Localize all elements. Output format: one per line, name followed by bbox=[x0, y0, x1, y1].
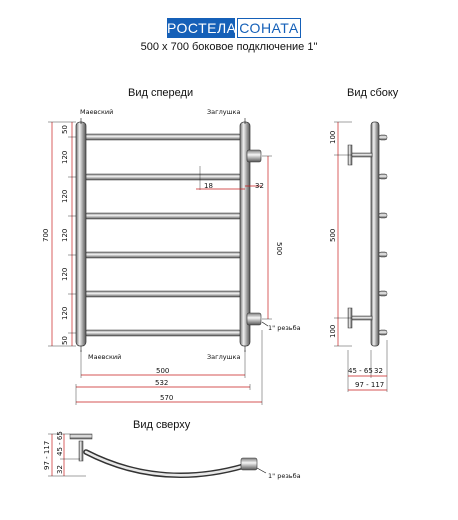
top-connection-fitting bbox=[240, 457, 258, 471]
dim-left-1: 120 bbox=[61, 151, 69, 164]
side-dim-bottom: 100 bbox=[329, 325, 337, 338]
bar-1 bbox=[83, 133, 243, 141]
top-connection-fitting bbox=[246, 149, 262, 163]
side-dim-depth-a: 45 - 65 bbox=[348, 367, 373, 375]
bar-5 bbox=[83, 290, 243, 298]
top-view: 1" резьба 97 - 117 32 45 - 65 bbox=[43, 431, 301, 480]
side-dim-depth-total: 97 - 117 bbox=[355, 381, 384, 389]
label-plug-bottom: Заглушка bbox=[207, 353, 240, 361]
dim-width-532: 532 bbox=[155, 379, 168, 387]
page-subtitle: 500 x 700 боковое подключение 1" bbox=[140, 41, 318, 53]
top-view-title: Вид сверху bbox=[133, 419, 191, 431]
bar-4 bbox=[83, 251, 243, 259]
top-dim-total: 97 - 117 bbox=[43, 441, 51, 470]
top-dim-a: 32 bbox=[56, 465, 64, 474]
front-view-title: Вид спереди bbox=[128, 87, 194, 99]
brand-sonata: СОНАТА bbox=[237, 18, 301, 38]
bottom-connection-fitting bbox=[246, 312, 262, 326]
side-riser bbox=[370, 121, 380, 347]
front-view: Маевский Заглушка Маевский Заглушка 1" р… bbox=[42, 108, 301, 405]
label-maevsky-bottom: Маевский bbox=[88, 353, 121, 361]
dim-width-570: 570 bbox=[160, 394, 173, 402]
bar-3 bbox=[83, 212, 243, 220]
top-curved-bar bbox=[84, 450, 246, 477]
side-dim-middle: 500 bbox=[329, 229, 337, 242]
side-dim-depth-b: 32 bbox=[374, 367, 383, 375]
side-bottom-bracket bbox=[349, 315, 373, 321]
dim-32: 32 bbox=[255, 182, 264, 190]
side-view-title: Вид сбоку bbox=[347, 87, 399, 99]
dim-width-500: 500 bbox=[156, 367, 169, 375]
side-dim-top: 100 bbox=[329, 131, 337, 144]
dim-18: 18 bbox=[204, 182, 213, 190]
front-bars bbox=[83, 133, 243, 337]
dim-left-5: 120 bbox=[61, 307, 69, 320]
left-riser bbox=[75, 121, 87, 347]
dim-left-6: 50 bbox=[61, 336, 69, 345]
label-thread-front: 1" резьба bbox=[268, 324, 301, 332]
top-left-bracket bbox=[78, 440, 84, 462]
bar-6 bbox=[83, 329, 243, 337]
side-top-bracket bbox=[349, 152, 373, 158]
dim-left-4: 120 bbox=[61, 268, 69, 281]
top-dim-b: 45 - 65 bbox=[56, 431, 64, 456]
dim-left-0: 50 bbox=[61, 125, 69, 134]
side-view: 100 500 100 45 - 65 32 97 - 117 bbox=[329, 121, 388, 392]
label-maevsky-top: Маевский bbox=[80, 108, 113, 116]
label-plug-top: Заглушка bbox=[207, 108, 240, 116]
dim-left-3: 120 bbox=[61, 229, 69, 242]
dim-left-2: 120 bbox=[61, 190, 69, 203]
dim-total-height: 700 bbox=[42, 229, 50, 242]
label-thread-top: 1" резьба bbox=[268, 472, 301, 480]
brand-rostela: РОСТЕЛА bbox=[167, 18, 237, 38]
front-width-dimensions bbox=[76, 374, 262, 403]
bar-2 bbox=[83, 173, 243, 181]
dim-center-height: 500 bbox=[275, 242, 283, 255]
front-left-dimensions bbox=[48, 121, 76, 347]
